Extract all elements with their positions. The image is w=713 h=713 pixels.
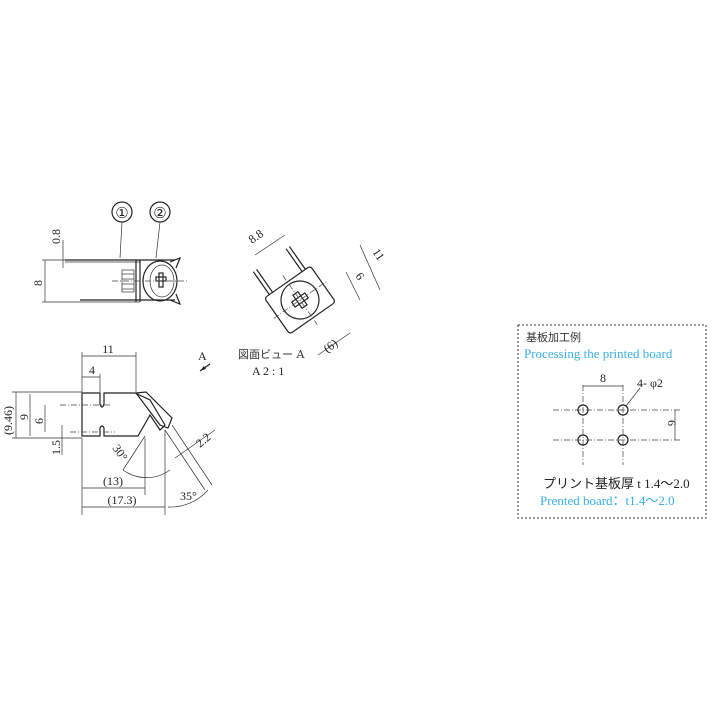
dim-inner: 6 <box>32 418 46 424</box>
dim-holes: 4- φ2 <box>637 376 663 390</box>
top-view: ① ② 0.8 8 <box>31 201 188 306</box>
dim-angle-35: 35° <box>180 489 197 503</box>
dim-base-13: (13) <box>103 474 123 488</box>
board-thickness-jp: プリント基板厚 t 1.4～2.0 <box>543 476 690 491</box>
board-title-en: Processing the printed board <box>524 346 673 361</box>
board-panel-frame <box>517 324 707 519</box>
board-panel: 基板加工例 Processing the printed board 8 4- … <box>517 324 707 519</box>
view-a-arrow-label: A <box>198 349 207 363</box>
dim-top-width: 11 <box>102 342 114 356</box>
board-thickness-en: Prented board：t1.4～2.0 <box>540 493 675 508</box>
view-a-scale: A 2 : 1 <box>252 364 284 378</box>
dim-height: 8 <box>31 280 45 286</box>
dim-total-height: (9.46) <box>1 406 15 435</box>
dim-pitch-y: 6 <box>665 420 679 426</box>
dim-height: 9 <box>17 414 31 420</box>
view-a-label: 図面ビュー A <box>238 348 305 361</box>
hole-bl <box>577 434 589 446</box>
hole-tr <box>617 404 629 416</box>
dim-offset-15: 1.5 <box>49 440 63 455</box>
dim-offset: 6 <box>353 270 368 283</box>
dim-lower: (6) <box>321 336 340 355</box>
dim-pitch-x: 8 <box>600 371 606 385</box>
dim-angle-30: 30° <box>110 442 131 464</box>
view-a: 8.8 11 6 (6) 図面ビュー A A 2 : 1 <box>238 226 388 378</box>
hole-br <box>617 434 629 446</box>
callout-1: ① <box>115 206 128 222</box>
dim-depth: 11 <box>370 246 388 264</box>
dim-width: 8.8 <box>246 226 266 246</box>
hole-tl <box>577 404 589 416</box>
callout-2: ② <box>153 206 166 222</box>
dim-slot: 4 <box>89 363 95 377</box>
side-view: 11 4 (9.46) 9 6 1.5 (13) (17.3) 30° 2.2 … <box>1 342 216 515</box>
board-title-jp: 基板加工例 <box>526 330 581 344</box>
dim-base-173: (17.3) <box>108 493 137 507</box>
dim-gap: 0.8 <box>49 229 63 244</box>
